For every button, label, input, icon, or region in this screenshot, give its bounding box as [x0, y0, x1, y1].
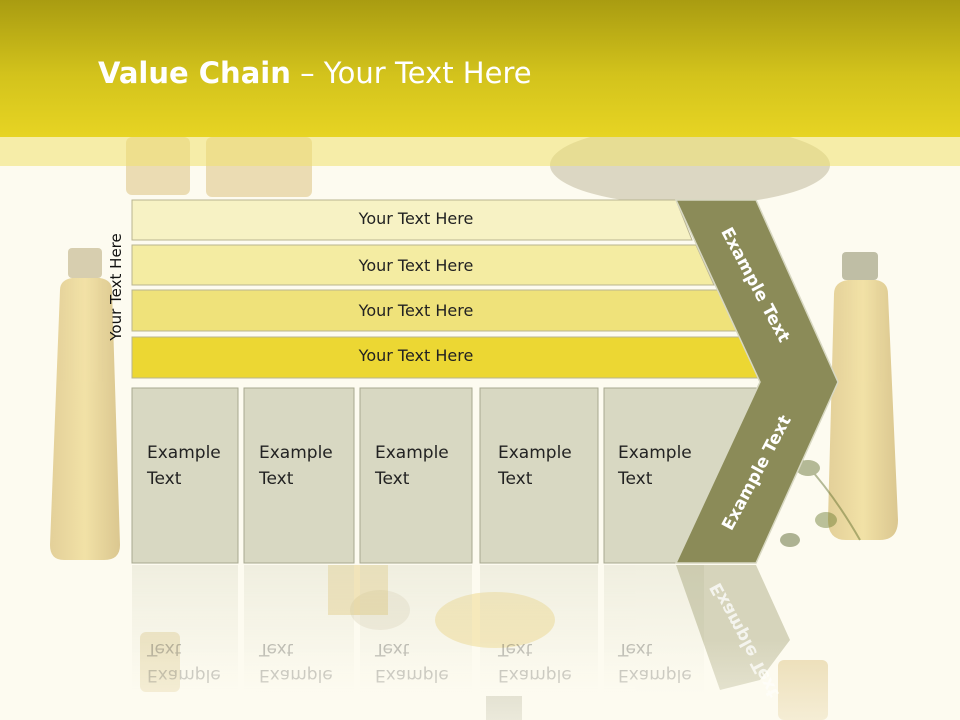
header-bar — [0, 0, 960, 137]
slide-title: Value Chain – Your Text Here — [98, 56, 532, 90]
bar-4-label: Your Text Here — [358, 346, 474, 365]
value-bar-2 — [131, 244, 715, 286]
column-1 — [131, 387, 239, 564]
bar-1-label: Your Text Here — [358, 209, 474, 228]
bar-3-label: Your Text Here — [358, 301, 474, 320]
olive-branch-icon — [769, 429, 861, 547]
chevron-arrow — [674, 199, 839, 564]
column-4 — [479, 387, 599, 564]
column-1-label: Example Text — [147, 443, 221, 489]
header-accent-band — [0, 137, 960, 166]
value-bar-1 — [131, 199, 693, 241]
column-2-label: Example Text — [259, 443, 333, 489]
title-bold: Value Chain — [98, 56, 291, 90]
right-bottle-icon — [828, 252, 898, 540]
title-rest: – Your Text Here — [290, 56, 532, 90]
column-3-label: Example Text — [375, 443, 449, 489]
column-3 — [359, 387, 473, 564]
reflection-fade — [0, 640, 960, 720]
bar-2-label: Your Text Here — [358, 256, 474, 275]
column-4-label: Example Text — [498, 443, 572, 489]
column-5-label: Example Text — [618, 443, 692, 489]
left-bottle-icon — [50, 248, 120, 560]
column-2 — [243, 387, 355, 564]
